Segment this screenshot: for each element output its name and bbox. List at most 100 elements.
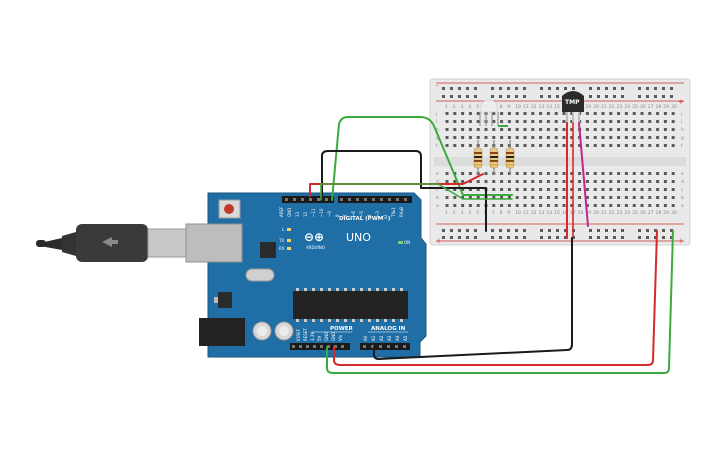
terminal-hole[interactable] bbox=[554, 128, 558, 131]
rail-hole[interactable] bbox=[621, 236, 624, 239]
terminal-hole[interactable] bbox=[500, 188, 504, 191]
terminal-hole[interactable] bbox=[476, 180, 480, 183]
terminal-hole[interactable] bbox=[663, 204, 667, 207]
terminal-hole[interactable] bbox=[531, 128, 535, 131]
rail-hole[interactable] bbox=[605, 229, 608, 232]
rail-hole[interactable] bbox=[613, 87, 616, 90]
rail-hole[interactable] bbox=[466, 95, 469, 98]
terminal-hole[interactable] bbox=[531, 196, 535, 199]
terminal-hole[interactable] bbox=[461, 112, 465, 115]
wire-black-analog[interactable] bbox=[373, 237, 573, 360]
terminal-hole[interactable] bbox=[578, 204, 582, 207]
terminal-hole[interactable] bbox=[546, 196, 550, 199]
rail-hole[interactable] bbox=[515, 229, 518, 232]
rail-hole[interactable] bbox=[589, 87, 592, 90]
terminal-hole[interactable] bbox=[656, 180, 660, 183]
rail-hole[interactable] bbox=[556, 229, 559, 232]
terminal-hole[interactable] bbox=[445, 136, 449, 139]
terminal-hole[interactable] bbox=[453, 180, 457, 183]
header-hole[interactable] bbox=[293, 198, 296, 201]
terminal-hole[interactable] bbox=[617, 136, 621, 139]
terminal-hole[interactable] bbox=[648, 196, 652, 199]
terminal-hole[interactable] bbox=[468, 112, 472, 115]
terminal-hole[interactable] bbox=[476, 112, 480, 115]
rail-hole[interactable] bbox=[613, 229, 616, 232]
terminal-hole[interactable] bbox=[453, 204, 457, 207]
rail-hole[interactable] bbox=[556, 236, 559, 239]
rail-hole[interactable] bbox=[646, 87, 649, 90]
terminal-hole[interactable] bbox=[461, 172, 465, 175]
terminal-hole[interactable] bbox=[507, 196, 511, 199]
terminal-hole[interactable] bbox=[515, 120, 519, 123]
terminal-hole[interactable] bbox=[585, 144, 589, 147]
header-hole[interactable] bbox=[388, 198, 391, 201]
terminal-hole[interactable] bbox=[640, 204, 644, 207]
terminal-hole[interactable] bbox=[484, 128, 488, 131]
terminal-hole[interactable] bbox=[648, 136, 652, 139]
terminal-hole[interactable] bbox=[461, 136, 465, 139]
terminal-hole[interactable] bbox=[624, 188, 628, 191]
terminal-hole[interactable] bbox=[585, 112, 589, 115]
terminal-hole[interactable] bbox=[468, 180, 472, 183]
terminal-hole[interactable] bbox=[632, 112, 636, 115]
terminal-hole[interactable] bbox=[531, 112, 535, 115]
header-hole[interactable] bbox=[334, 345, 337, 348]
terminal-hole[interactable] bbox=[531, 204, 535, 207]
rail-hole[interactable] bbox=[491, 95, 494, 98]
terminal-hole[interactable] bbox=[515, 188, 519, 191]
terminal-hole[interactable] bbox=[632, 136, 636, 139]
terminal-hole[interactable] bbox=[617, 128, 621, 131]
rail-hole[interactable] bbox=[646, 236, 649, 239]
header-hole[interactable] bbox=[327, 345, 330, 348]
terminal-hole[interactable] bbox=[523, 112, 527, 115]
terminal-hole[interactable] bbox=[632, 120, 636, 123]
terminal-hole[interactable] bbox=[570, 128, 574, 131]
terminal-hole[interactable] bbox=[546, 112, 550, 115]
terminal-hole[interactable] bbox=[624, 128, 628, 131]
terminal-hole[interactable] bbox=[507, 188, 511, 191]
terminal-hole[interactable] bbox=[531, 136, 535, 139]
terminal-hole[interactable] bbox=[624, 112, 628, 115]
terminal-hole[interactable] bbox=[671, 204, 675, 207]
terminal-hole[interactable] bbox=[648, 180, 652, 183]
terminal-hole[interactable] bbox=[523, 180, 527, 183]
terminal-hole[interactable] bbox=[554, 204, 558, 207]
terminal-hole[interactable] bbox=[570, 112, 574, 115]
wire-black-gnd-top[interactable] bbox=[321, 150, 487, 232]
rail-hole[interactable] bbox=[466, 229, 469, 232]
rail-hole[interactable] bbox=[670, 229, 673, 232]
terminal-hole[interactable] bbox=[562, 136, 566, 139]
rail-hole[interactable] bbox=[548, 87, 551, 90]
terminal-hole[interactable] bbox=[640, 180, 644, 183]
terminal-hole[interactable] bbox=[445, 204, 449, 207]
rail-hole[interactable] bbox=[499, 95, 502, 98]
terminal-hole[interactable] bbox=[570, 172, 574, 175]
rail-hole[interactable] bbox=[638, 236, 641, 239]
terminal-hole[interactable] bbox=[601, 204, 605, 207]
terminal-hole[interactable] bbox=[648, 128, 652, 131]
terminal-hole[interactable] bbox=[617, 172, 621, 175]
terminal-hole[interactable] bbox=[523, 120, 527, 123]
rail-hole[interactable] bbox=[515, 87, 518, 90]
terminal-hole[interactable] bbox=[640, 136, 644, 139]
terminal-hole[interactable] bbox=[640, 188, 644, 191]
terminal-hole[interactable] bbox=[476, 196, 480, 199]
terminal-hole[interactable] bbox=[671, 128, 675, 131]
rail-hole[interactable] bbox=[458, 87, 461, 90]
rail-hole[interactable] bbox=[564, 236, 567, 239]
header-hole[interactable] bbox=[363, 345, 366, 348]
rail-hole[interactable] bbox=[466, 87, 469, 90]
header-hole[interactable] bbox=[395, 345, 398, 348]
terminal-hole[interactable] bbox=[632, 196, 636, 199]
terminal-hole[interactable] bbox=[593, 204, 597, 207]
terminal-hole[interactable] bbox=[601, 180, 605, 183]
terminal-hole[interactable] bbox=[476, 188, 480, 191]
terminal-hole[interactable] bbox=[663, 128, 667, 131]
terminal-hole[interactable] bbox=[468, 204, 472, 207]
terminal-hole[interactable] bbox=[578, 188, 582, 191]
terminal-hole[interactable] bbox=[515, 172, 519, 175]
rail-hole[interactable] bbox=[450, 236, 453, 239]
terminal-hole[interactable] bbox=[461, 128, 465, 131]
terminal-hole[interactable] bbox=[500, 120, 504, 123]
terminal-hole[interactable] bbox=[601, 172, 605, 175]
